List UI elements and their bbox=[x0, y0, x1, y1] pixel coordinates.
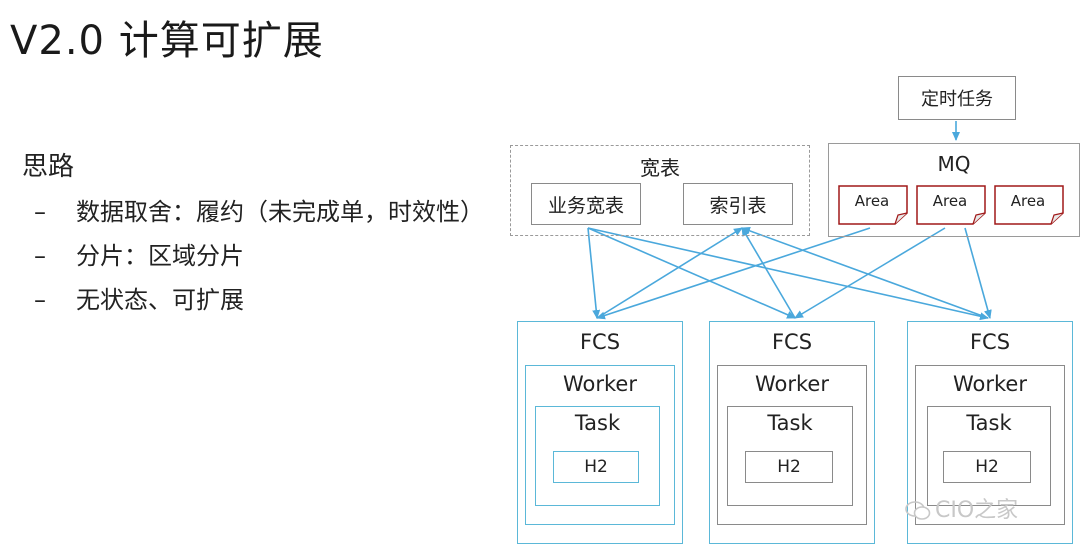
fcs-node-1: FCS bbox=[517, 321, 683, 544]
task-box: Task bbox=[535, 406, 660, 506]
wechat-icon bbox=[905, 501, 931, 520]
task-label: Task bbox=[966, 411, 1012, 435]
h2-box: H2 bbox=[745, 451, 833, 483]
watermark-text: CIO之家 bbox=[935, 498, 1019, 523]
fcs-label: FCS bbox=[969, 330, 1011, 354]
arrow-wide-to-fcs3 bbox=[587, 227, 989, 321]
idea-heading: 思路 bbox=[22, 152, 75, 182]
h2-box: H2 bbox=[553, 451, 639, 483]
worker-box: Worker bbox=[525, 365, 675, 525]
arrow-wide-to-fcs2 bbox=[587, 227, 796, 319]
fcs-label: FCS bbox=[771, 330, 813, 354]
dash-mark: – bbox=[34, 198, 46, 226]
page-title: V2.0 计算可扩展 bbox=[10, 18, 324, 64]
arrow-fcs1-to-index bbox=[596, 227, 743, 319]
fcs-node-2: FCS bbox=[709, 321, 875, 544]
worker-label: Worker bbox=[953, 372, 1027, 396]
index-table: 索引表 bbox=[683, 183, 793, 225]
wide-table-label: 宽表 bbox=[640, 156, 680, 180]
arrow-wide-to-fcs1 bbox=[587, 227, 601, 319]
arrow-fcs3-to-index bbox=[741, 226, 989, 319]
arrow-area2-to-fcs2 bbox=[794, 227, 946, 319]
task-label: Task bbox=[767, 411, 813, 435]
worker-box: Worker bbox=[717, 365, 867, 525]
bullet-item: – 分片：区域分片 bbox=[34, 236, 244, 271]
worker-label: Worker bbox=[755, 372, 829, 396]
bullet-item: – 无状态、可扩展 bbox=[34, 280, 244, 315]
bullet-text: 分片：区域分片 bbox=[76, 242, 244, 270]
area-label: Area bbox=[855, 192, 890, 210]
arrow-area1-to-fcs1 bbox=[596, 227, 871, 320]
task-label: Task bbox=[574, 411, 621, 435]
arrow-area3-to-fcs3 bbox=[964, 227, 992, 319]
bullet-text: 无状态、可扩展 bbox=[76, 286, 244, 314]
task-box: Task bbox=[927, 406, 1051, 506]
business-wide-table: 业务宽表 bbox=[531, 183, 641, 225]
timer-task-box: 定时任务 bbox=[898, 76, 1016, 120]
worker-box: Worker bbox=[915, 365, 1065, 525]
worker-label: Worker bbox=[563, 372, 637, 396]
dash-mark: – bbox=[34, 242, 46, 270]
wide-table-group: 宽表 bbox=[510, 145, 810, 236]
bullet-text: 数据取舍：履约（未完成单，时效性） bbox=[76, 198, 484, 226]
h2-box: H2 bbox=[943, 451, 1031, 483]
area-note-3: Area bbox=[994, 185, 1064, 225]
mq-label: MQ bbox=[937, 152, 971, 176]
watermark: CIO之家 bbox=[905, 492, 1018, 524]
task-box: Task bbox=[727, 406, 853, 506]
area-note-1: Area bbox=[838, 185, 908, 225]
arrow-fcs2-to-index bbox=[741, 227, 796, 319]
area-label: Area bbox=[933, 192, 968, 210]
area-note-2: Area bbox=[916, 185, 986, 225]
area-label: Area bbox=[1011, 192, 1046, 210]
fcs-node-3: FCS bbox=[907, 321, 1073, 544]
dash-mark: – bbox=[34, 286, 46, 314]
fcs-label: FCS bbox=[579, 330, 621, 354]
bullet-item: – 数据取舍：履约（未完成单，时效性） bbox=[34, 192, 484, 227]
